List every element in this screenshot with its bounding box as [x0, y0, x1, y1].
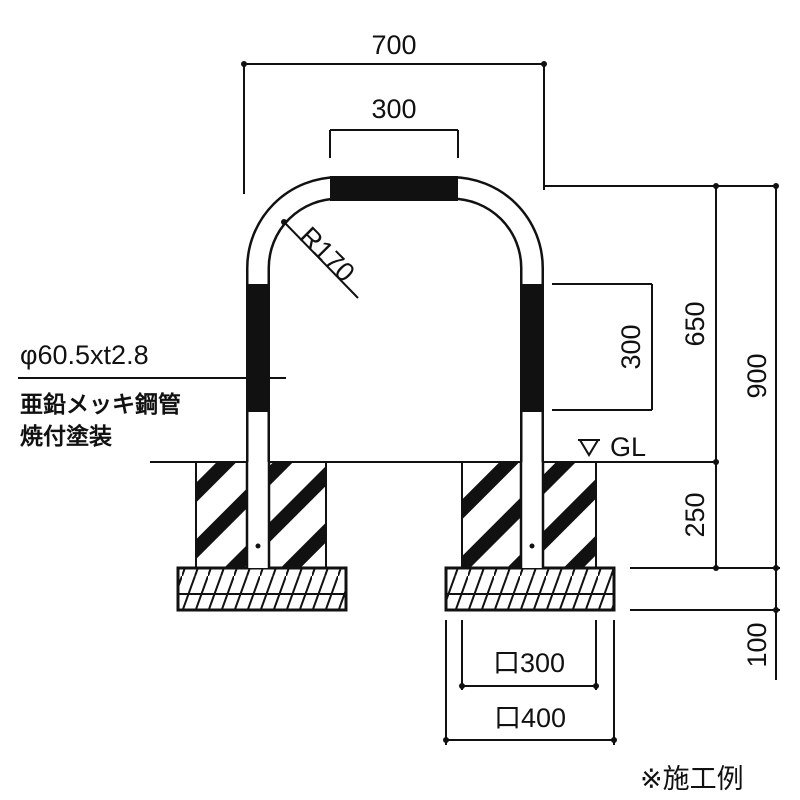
- dim-side-band: 300: [552, 283, 653, 411]
- dim-overall-width-text: 700: [371, 30, 416, 60]
- dim-bend-radius-text: R170: [294, 221, 361, 288]
- left-footing: [176, 566, 348, 612]
- dim-embed-depth: 250: [630, 462, 780, 571]
- dim-total-height: 900: [716, 183, 779, 571]
- right-black-band: [520, 284, 544, 412]
- dim-total-height-text: 900: [742, 353, 772, 398]
- construction-example-note: ※施工例: [640, 764, 744, 795]
- dim-footing-thickness-text: 100: [742, 622, 772, 667]
- pipe-spec-callout: φ60.5xt2.8 亜鉛メッキ鋼管 焼付塗装: [18, 340, 286, 450]
- material-line1: 亜鉛メッキ鋼管: [20, 391, 181, 418]
- material-line2: 焼付塗装: [20, 423, 112, 450]
- dim-footing-thickness: 100: [630, 568, 780, 680]
- dim-footing-size-text: 口400: [494, 703, 566, 733]
- right-footing: [444, 566, 616, 612]
- dim-sleeve-size: 口300: [459, 620, 599, 690]
- dim-footing-size: 口400: [443, 620, 617, 745]
- top-black-band: [330, 176, 458, 201]
- pipe-spec-text: φ60.5xt2.8: [20, 340, 149, 370]
- ground-level-marker: GL: [578, 432, 719, 465]
- dim-sleeve-size-text: 口300: [493, 648, 565, 678]
- dim-side-band-text: 300: [616, 324, 646, 369]
- dim-bend-radius: R170: [281, 219, 361, 299]
- dim-top-band-text: 300: [371, 94, 416, 124]
- dim-above-ground-text: 650: [680, 301, 710, 346]
- ground-level-text: GL: [610, 432, 646, 462]
- dim-above-ground: 650: [544, 183, 719, 462]
- dim-overall-width: 700: [241, 30, 547, 194]
- left-black-band: [246, 284, 270, 412]
- dim-top-band: 300: [329, 94, 459, 158]
- dim-embed-depth-text: 250: [680, 492, 710, 537]
